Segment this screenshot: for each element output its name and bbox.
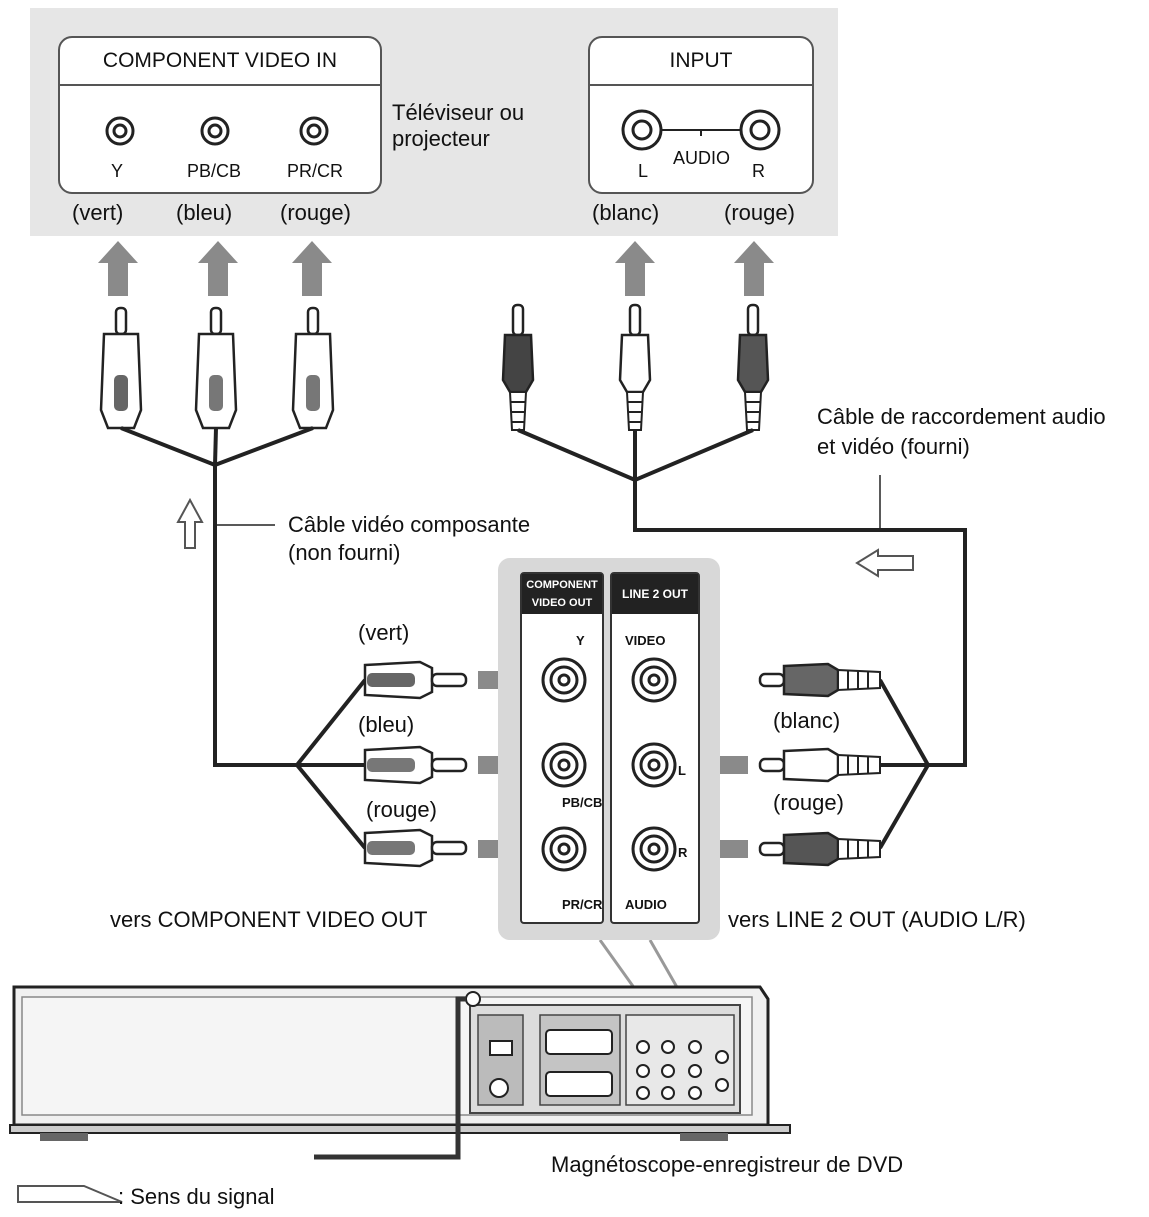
right-plug-top (758, 662, 881, 698)
panel-r-label: R (678, 845, 688, 860)
tv-color-rouge: (rouge) (280, 200, 351, 225)
signal-arrows-up (98, 241, 774, 296)
component-plug-red (291, 306, 335, 430)
input-panel-title: INPUT (590, 38, 812, 86)
tv-color-blanc: (blanc) (592, 200, 660, 225)
recorder-label: Magnétoscope-enregistreur de DVD (551, 1152, 904, 1177)
signal-arrow-component-icon (176, 497, 204, 549)
av-plug-left (501, 303, 535, 431)
panel-jacks (520, 572, 710, 929)
signal-arrow-av-icon (855, 548, 914, 578)
dvd-recorder-illustration (0, 975, 800, 1170)
jack-pr-icon (298, 115, 330, 152)
input-audio-label: AUDIO (673, 148, 731, 168)
component-out-title-2: VIDEO OUT (531, 597, 593, 609)
plug-label-rouge: (rouge) (366, 797, 437, 822)
component-plug-blue (194, 306, 238, 430)
to-component-out-label: vers COMPONENT VIDEO OUT (110, 907, 428, 932)
av-cable-label-1: Câble de raccordement audio (817, 404, 1106, 429)
component-cable-label-2: (non fourni) (288, 540, 401, 565)
av-cable (517, 428, 967, 850)
plug-label-rouge-right: (rouge) (773, 790, 844, 815)
panel-y-label: Y (576, 633, 585, 648)
component-cable (120, 426, 367, 850)
right-plug-white (758, 747, 881, 783)
jack-pb-icon (199, 115, 231, 152)
panel-pr-label: PR/CR (562, 897, 603, 912)
tv-color-vert: (vert) (72, 200, 124, 225)
plug-label-vert: (vert) (358, 620, 410, 645)
component-out-title-1: COMPONENT (526, 579, 598, 591)
jack-y-label: Y (111, 161, 124, 181)
left-plug-red (363, 828, 468, 868)
input-r-label: R (752, 161, 765, 181)
component-cable-label-1: Câble vidéo composante (288, 512, 531, 537)
line2-out-header: LINE 2 OUT (612, 574, 698, 614)
left-plug-blue (363, 745, 468, 785)
component-plug-green (99, 306, 143, 430)
av-plug-red (736, 303, 770, 431)
component-video-in-title: COMPONENT VIDEO IN (60, 38, 380, 86)
plug-label-blanc: (blanc) (773, 708, 841, 733)
legend-text: : Sens du signal (118, 1184, 275, 1209)
left-plug-green (363, 660, 468, 700)
tv-device-label-1: Téléviseur ou (392, 100, 525, 125)
jack-pb-label: PB/CB (187, 161, 242, 181)
to-line2-out-label: vers LINE 2 OUT (AUDIO L/R) (728, 907, 1026, 932)
input-panel: INPUT (588, 36, 814, 194)
panel-pb-label: PB/CB (562, 795, 603, 810)
right-plug-red (758, 831, 881, 867)
tv-color-bleu: (bleu) (176, 200, 233, 225)
tv-color-rouge-audio: (rouge) (724, 200, 795, 225)
panel-audio-label: AUDIO (625, 897, 667, 912)
signal-direction-legend-icon (14, 1180, 124, 1217)
component-out-header: COMPONENT VIDEO OUT (522, 574, 602, 614)
av-plug-white (618, 303, 652, 431)
jack-y-icon (104, 115, 136, 152)
input-l-label: L (638, 161, 649, 181)
panel-video-label: VIDEO (625, 633, 666, 648)
jack-pr-label: PR/CR (287, 161, 344, 181)
component-video-in-panel: COMPONENT VIDEO IN (58, 36, 382, 194)
av-cable-label-2: et vidéo (fourni) (817, 434, 970, 459)
tv-device-label-2: projecteur (392, 126, 490, 151)
plug-label-bleu: (bleu) (358, 712, 415, 737)
panel-l-label: L (678, 763, 686, 778)
input-jacks-icon (618, 104, 788, 161)
